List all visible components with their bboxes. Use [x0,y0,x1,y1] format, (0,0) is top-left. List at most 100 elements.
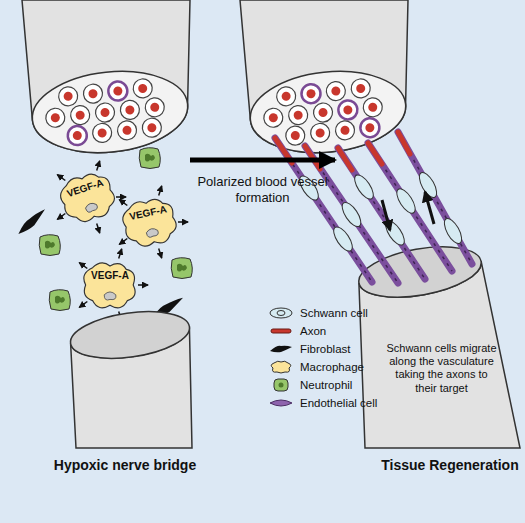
fascicle [335,120,356,141]
macrophage-shape [81,259,139,311]
neutrophil [39,235,60,256]
schwann-cell [441,216,465,246]
neutrophil [171,258,192,279]
diffusion-arrow [178,221,188,223]
fascicle [144,97,165,118]
diffusion-arrow [119,249,122,259]
edge-label: Polarized blood vessel formation [188,174,338,207]
fascicle [350,78,371,99]
fascicle [362,97,383,118]
nerve-stump-group [240,0,410,160]
nerve-face [28,64,192,160]
vessel [107,81,128,102]
legend-icon [268,378,294,392]
endothelial-texture [368,143,452,271]
fascicle [70,105,91,126]
axon [368,143,382,164]
scene-panel: Tissue RegenerationSchwann cells migrate… [335,10,520,480]
macrophage-nucleus [104,292,116,300]
fascicle [117,120,138,141]
legend-label: Fibroblast [300,343,351,355]
diffusion-arrow [79,302,87,308]
fascicle [132,78,153,99]
vessel [301,83,322,104]
vessel-strands [275,132,472,283]
endothelial-strand [275,138,372,282]
fascicle [263,107,284,128]
legend-label: Neutrophil [300,379,352,391]
endothelial-texture [275,138,372,282]
fascicle [325,81,346,102]
legend-icon-part [270,346,292,353]
note-text: Schwann cells migrate along the vasculat… [384,342,499,395]
fascicle [119,99,140,120]
migration-arrow [382,200,390,230]
legend-icon-part [270,308,292,318]
macrophage-body [120,195,180,250]
nerve-face [246,64,410,160]
fascicle [95,102,116,123]
schwann-cell [416,170,440,200]
legend-icon-part [277,311,285,316]
fascicles [43,77,168,148]
vessel [337,99,358,120]
legend-icon-part [279,383,284,388]
macrophage-shape [116,191,184,254]
legend-item: Macrophage [268,358,377,376]
diffusion-arrow [116,196,126,198]
legend-icon [268,360,294,374]
diffusion-arrow [138,284,148,286]
macrophage-nucleus [146,228,159,238]
diffusion-arrow [159,186,162,196]
legend-label: Schwann cell [300,307,368,319]
factor-label: VEGF-A [81,270,139,282]
fascicle [288,105,309,126]
neutrophil [139,148,160,169]
macrophage-shape [52,163,123,230]
macrophage-body [56,168,119,227]
legend-icon [268,342,294,356]
axon [338,148,352,170]
fascicle [83,83,104,104]
nerve-face [68,305,193,365]
macrophage-node: VEGF-A [52,163,123,230]
diffusion-arrow [57,214,65,220]
legend-item: Endothelial cell [268,394,377,412]
legend-icon [268,306,294,320]
fascicle [276,86,297,107]
fascicles [261,77,386,148]
regenerating-axons [275,132,410,170]
schwann-cell [351,172,377,202]
endothelial-texture [338,148,425,279]
legend-label: Axon [300,325,326,337]
diffusion-arrow [159,249,162,259]
diffusion-arrow [119,239,127,245]
stump-note: Schwann cells migrate along the vasculat… [384,342,499,424]
fascicle [92,122,113,143]
diffusion-arrow [97,224,100,234]
schwann-cell [393,186,418,216]
transition-arrow [190,158,335,163]
vessel [359,117,380,138]
legend-icon-part [274,379,288,391]
neutrophil [49,290,70,311]
fascicle [58,86,79,107]
macrophage-body [84,263,135,308]
panel-heading: Tissue Regeneration [350,457,525,474]
legend-label: Macrophage [300,361,364,373]
scene-panel: Hypoxic nerve bridgeVEGF-AVEGF-AVEGF-A [10,10,190,480]
macrophage-node: VEGF-A [116,191,184,254]
legend-icon [268,324,294,338]
migration-arrow [425,192,434,224]
fibroblast-group [15,208,49,236]
legend-icon-part [271,361,291,373]
legend-item: Neutrophil [268,376,377,394]
legend-icon-part [270,400,292,406]
legend-item: Schwann cell [268,304,377,322]
diffusion-arrow [119,200,127,206]
fascicle [141,117,162,138]
legend-icon [268,396,294,410]
